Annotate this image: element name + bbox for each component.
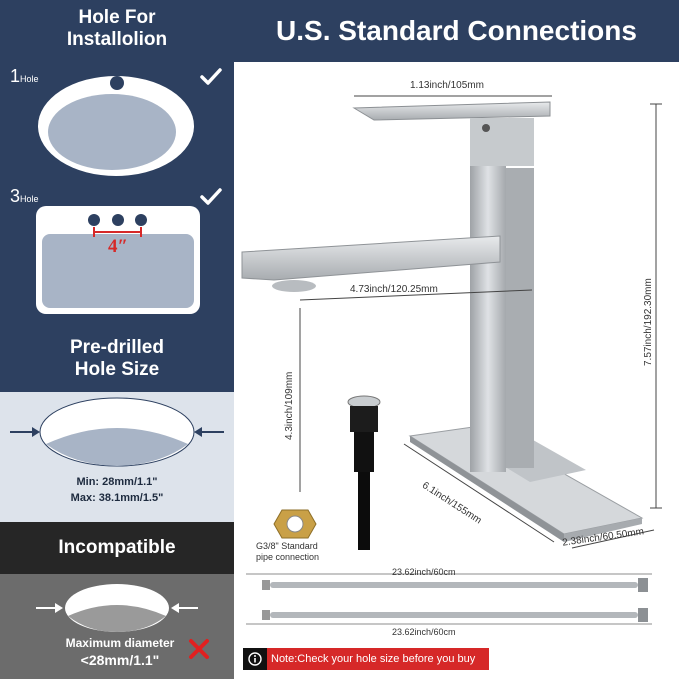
three-hole-number: 3 [10,186,21,206]
hose-length-2-label: 23.62inch/60cm [392,627,456,637]
red-x-icon [189,639,209,659]
hose-2 [262,608,648,622]
max-diameter-line2: <28mm/1.1" [80,652,160,668]
one-hole-option: 1Hole [0,66,234,181]
hose-length-1-label: 23.62inch/60cm [392,567,456,577]
small-hole-icon [36,584,198,632]
hole-installation-title: Hole For Installolion [66,7,168,50]
one-hole-number: 1 [10,66,21,86]
dim-spout-height-label: 4.3inch/109mm [284,371,295,440]
note-banner: Note:Check your hole size before you buy [243,648,489,670]
three-hole-sink-icon [36,206,200,314]
connections-title: U.S. Standard Connections [234,0,679,62]
check-icon [200,188,222,205]
connector-label: G3/8" Standard pipe connection [256,541,319,563]
incompatible-title: Incompatible [0,522,234,574]
one-hole-sink-icon [38,76,194,176]
one-hole-suffix: Hole [20,74,39,84]
dim-handle-label: 1.13inch/105mm [410,80,484,91]
hose-1 [262,578,648,592]
hole-diameter-icon [10,397,224,467]
max-size-label: Max: 38.1mm/1.5" [70,492,164,504]
three-hole-suffix: Hole [20,194,39,204]
connector-label-line1: G3/8" Standard [256,541,318,551]
min-size-label: Min: 28mm/1.1" [76,476,158,488]
connector-label-line2: pipe connection [256,552,320,562]
faucet-illustration [241,95,662,625]
predrilled-section: Pre-drilled Hole Size Min: 28mm/1.1" Max… [0,326,234,522]
max-diameter-line1: Maximum diameter [65,636,175,650]
check-icon [200,68,222,85]
hole-spacing-label: 4″ [108,236,128,257]
dim-height-label: 7.57inch/192.30mm [643,278,654,366]
hole-installation-section: Hole For Installolion 1Hole 3Hole [0,0,234,326]
left-panel: Hole For Installolion 1Hole 3Hole [0,0,234,679]
three-hole-option: 3Hole 4″ [0,186,234,316]
note-text: Note:Check your hole size before you buy [271,653,476,665]
predrilled-title: Pre-drilled Hole Size [0,326,234,392]
dim-spout-label: 4.73inch/120.25mm [350,284,438,295]
info-icon [243,648,267,670]
